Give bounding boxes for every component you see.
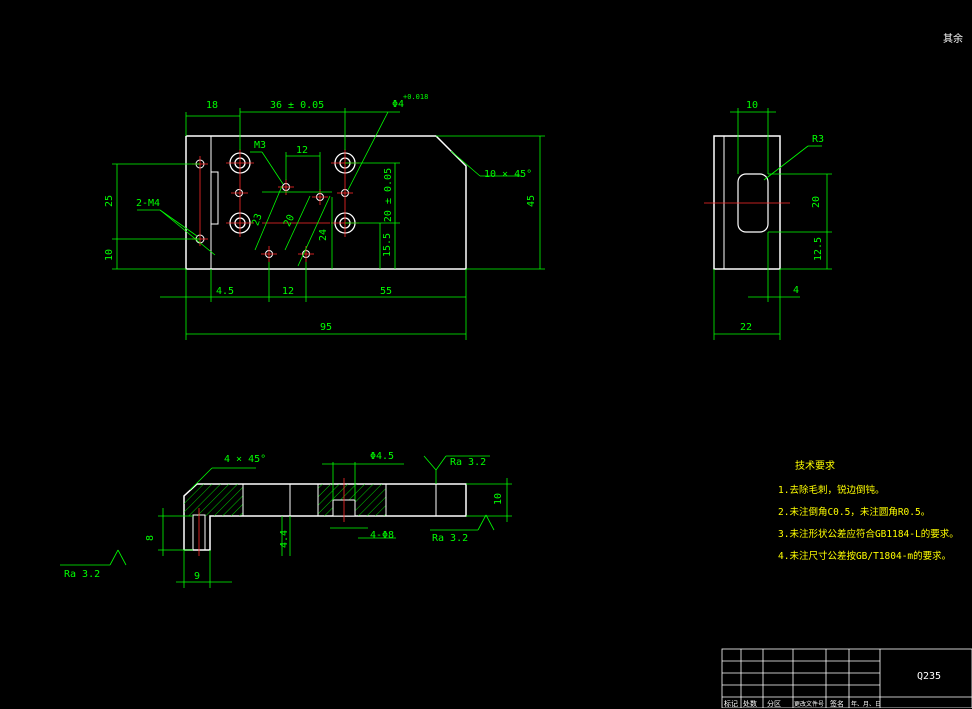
material-label: Q235 [917,671,942,682]
section-edges [242,484,437,516]
sec-dim-8: 8 [145,534,157,542]
sec-dim-holes: 4-Φ8 [370,530,395,541]
side-dim-r3: R3 [812,134,825,145]
section-dimension-lines [60,455,512,588]
dim-24: 24 [318,228,330,242]
sec-ra-right: Ra 3.2 [432,533,469,544]
front-view [112,108,545,340]
side-dim-4: 4 [793,285,800,296]
corner-note: 其余 [943,34,963,45]
section-center-lines [198,478,345,556]
section-outline [183,483,467,551]
dim-25: 25 [104,194,116,208]
dim-95: 95 [320,322,333,333]
side-dimension-lines [713,108,832,340]
dim-12-top: 12 [296,145,309,156]
tb-header-date: 年、月、日 [851,701,882,708]
dim-hole-tol: +0.018 [403,93,429,101]
side-dim-10: 10 [746,100,759,111]
dim-36: 36 ± 0.05 [270,100,325,111]
section-hatch-left [184,484,243,516]
dim-2-m4: 2-M4 [136,198,161,209]
tb-header-count: 处数 [743,700,757,708]
tb-header-signature: 签名 [830,700,844,708]
dim-m3: M3 [254,140,267,151]
side-dim-20: 20 [811,195,823,209]
sec-dim-dia: Φ4.5 [370,451,395,462]
tech-requirement-2: 2.未注倒角C0.5，未注圆角R0.5。 [778,507,931,518]
tb-header-zone: 分区 [767,700,781,708]
tech-requirements-title: 技术要求 [795,461,835,472]
tech-requirement-3: 3.未注形状公差应符合GB1184-L的要求。 [778,529,959,540]
front-center-lines [192,149,359,262]
side-dim-12-5: 12.5 [813,236,825,262]
dim-55: 55 [380,286,393,297]
side-view [704,108,832,340]
sec-dim-10: 10 [493,492,505,506]
dim-4-5: 4.5 [216,286,235,297]
title-block [721,648,972,708]
sec-dim-chamfer: 4 × 45° [224,454,267,465]
tb-header-change-doc: 更改文件号 [794,701,825,708]
dim-18: 18 [206,100,219,111]
dim-12-bottom: 12 [282,286,295,297]
tech-requirement-4: 4.未注尺寸公差按GB/T1804-m的要求。 [778,551,952,562]
front-dimension-lines [112,108,545,340]
dim-chamfer: 10 × 45° [484,169,533,180]
tb-header-mark: 标记 [724,700,738,708]
sec-ra-top: Ra 3.2 [450,457,487,468]
dim-15-5: 15.5 [382,232,394,258]
dim-20-tol: 20 ± 0.05 [383,167,395,223]
sec-dim-4-4: 4.4 [279,529,291,549]
side-outline [713,135,781,270]
side-dim-22: 22 [740,322,753,333]
dim-10-left: 10 [104,248,116,262]
front-slot [210,171,219,225]
tech-requirement-1: 1.去除毛刺，锐边倒钝。 [778,485,885,496]
section-view [60,455,512,588]
sec-dim-9: 9 [194,571,201,582]
dim-45: 45 [526,194,538,208]
front-outline [185,135,467,270]
sec-ra-left: Ra 3.2 [64,569,101,580]
dim-hole-dia: Φ4 [392,99,405,110]
